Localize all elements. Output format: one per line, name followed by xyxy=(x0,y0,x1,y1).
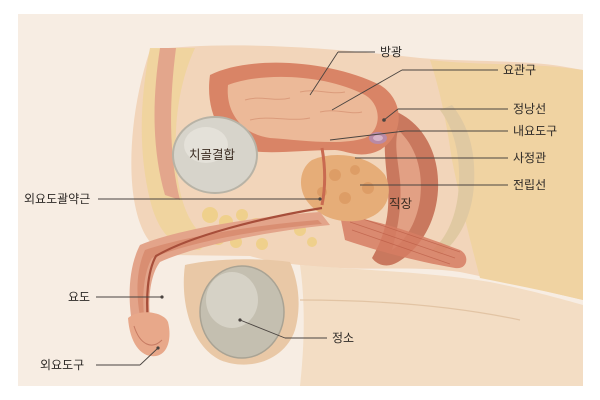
external-urethral-orifice-label: 외요도구 xyxy=(40,358,84,372)
bladder-label: 방광 xyxy=(380,45,402,59)
seminal-vesicle-inner xyxy=(373,135,383,141)
internal-urethral-orifice-label: 내요도구 xyxy=(513,124,557,138)
urethra-label: 요도 xyxy=(68,290,90,304)
prostate-label: 전립선 xyxy=(513,178,546,192)
testis-highlight xyxy=(206,272,258,328)
urethra-dot xyxy=(160,295,163,298)
external-urethral-sphincter-label: 외요도괄약근 xyxy=(24,191,90,206)
pubic-symphysis-label: 치골결합 xyxy=(189,147,236,162)
external-urethral-orifice-dot xyxy=(156,346,159,349)
external-urethral-sphincter-dot xyxy=(318,197,321,200)
testis-label: 정소 xyxy=(332,331,354,345)
testis-dot xyxy=(238,318,241,321)
ejaculatory-duct-label: 사정관 xyxy=(513,151,546,165)
rectum-label: 직장 xyxy=(389,196,413,211)
seminal-vesicle-label: 정낭선 xyxy=(513,102,546,116)
urethral-orifice-label: 요관구 xyxy=(503,63,536,77)
